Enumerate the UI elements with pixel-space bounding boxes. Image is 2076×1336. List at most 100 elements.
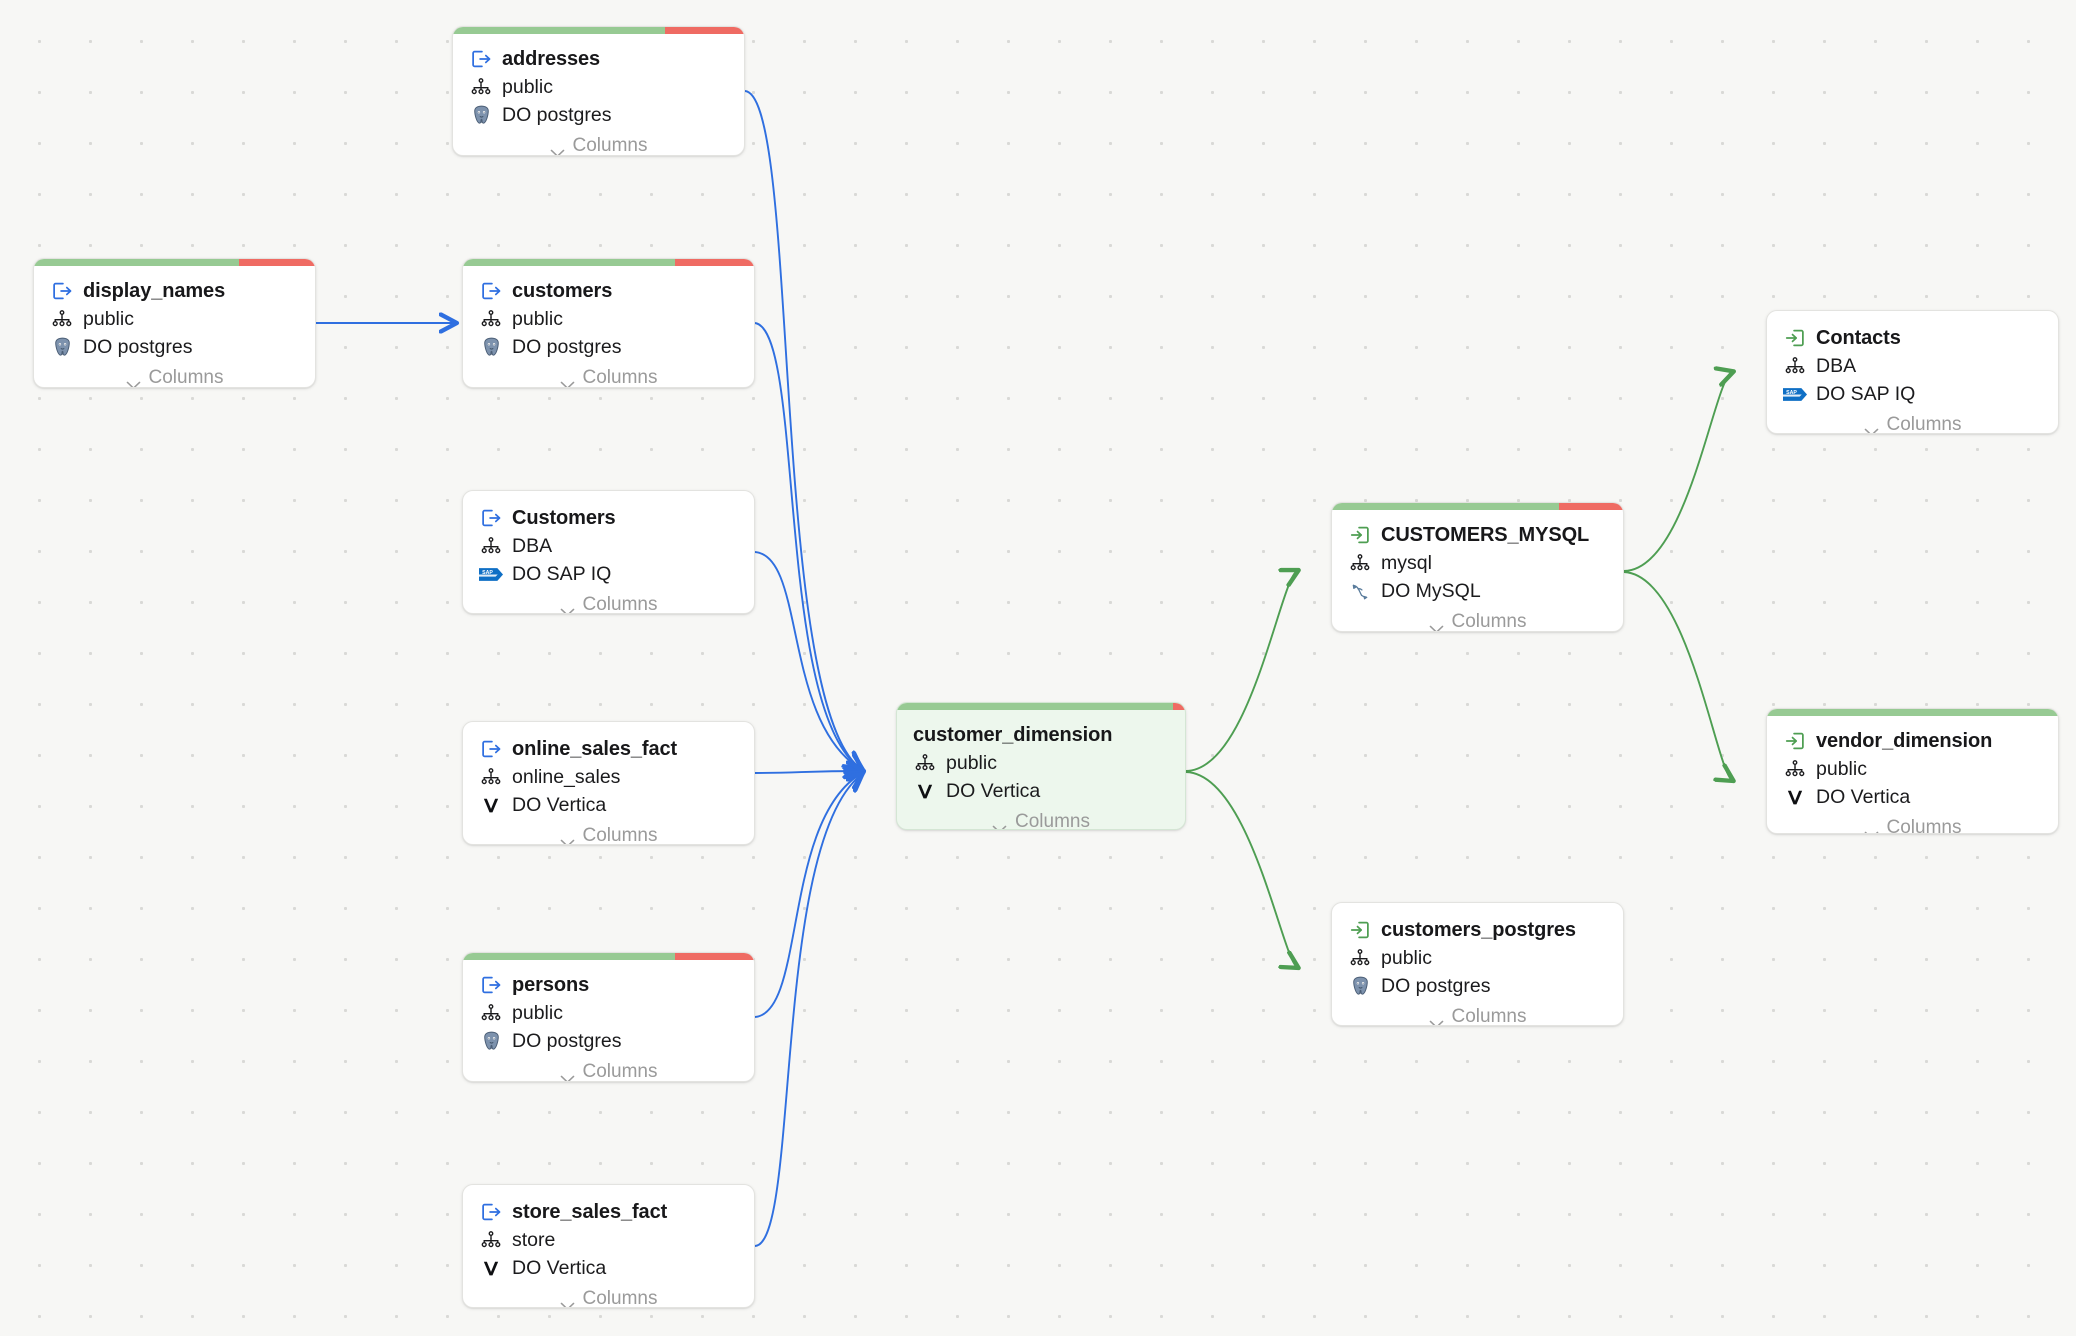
- expand-columns-button[interactable]: Columns: [1348, 1000, 1607, 1025]
- columns-label: Columns: [148, 367, 224, 388]
- node-schema: public: [512, 307, 563, 330]
- edge-CUSTOMERS_MYSQL-vendor_dimension: [1623, 571, 1732, 780]
- node-title: display_names: [83, 279, 226, 302]
- status-bar-ok: [34, 259, 240, 266]
- node-datasource: DO postgres: [512, 335, 622, 358]
- node-schema-row: store: [479, 1226, 738, 1254]
- edge-persons-customer_dimension: [754, 773, 862, 1018]
- node-title-row: addresses: [469, 45, 728, 73]
- node-datasource: DO postgres: [502, 103, 612, 126]
- node-schema-row: DBA: [479, 532, 738, 560]
- node-body: Customers DBA SAP DO SAP IQ Columns: [463, 491, 754, 614]
- node-schema-row: public: [469, 73, 728, 101]
- node-body: Contacts DBA SAP DO SAP IQ Columns: [1767, 311, 2058, 434]
- status-bar: [897, 703, 1185, 710]
- columns-label: Columns: [1886, 414, 1962, 434]
- table-import-icon: [1783, 729, 1807, 753]
- expand-columns-button[interactable]: Columns: [1783, 408, 2042, 434]
- lineage-node-display_names[interactable]: display_names public DO postgres Columns: [33, 258, 316, 388]
- node-schema-row: public: [479, 305, 738, 333]
- columns-label: Columns: [1886, 817, 1962, 834]
- node-schema-row: public: [1348, 944, 1607, 972]
- node-title-row: CUSTOMERS_MYSQL: [1348, 521, 1607, 549]
- node-datasource-row: DO postgres: [469, 101, 728, 129]
- chevron-down-icon: [1429, 618, 1444, 631]
- node-datasource: DO postgres: [512, 1029, 622, 1052]
- node-title-row: persons: [479, 971, 738, 999]
- lineage-node-online_sales_fact[interactable]: online_sales_fact online_sales DO Vertic…: [462, 721, 755, 845]
- expand-columns-button[interactable]: Columns: [913, 805, 1169, 829]
- node-title: customers_postgres: [1381, 918, 1576, 941]
- expand-columns-button[interactable]: Columns: [479, 1055, 738, 1081]
- node-datasource-row: DO postgres: [479, 333, 738, 361]
- expand-columns-button[interactable]: Columns: [1783, 811, 2042, 834]
- chevron-down-icon: [560, 832, 575, 844]
- postgres-elephant-icon: [50, 335, 74, 359]
- node-title: persons: [512, 973, 590, 996]
- columns-label: Columns: [572, 135, 648, 156]
- node-title-row: customers_postgres: [1348, 916, 1607, 944]
- node-datasource-row: DO postgres: [479, 1027, 738, 1055]
- expand-columns-button[interactable]: Columns: [50, 361, 299, 388]
- lineage-node-vendor_dimension[interactable]: vendor_dimension public DO Vertica Colum…: [1766, 708, 2059, 834]
- node-schema: public: [512, 1001, 563, 1024]
- node-body: customer_dimension public DO Vertica Col…: [897, 703, 1185, 829]
- node-schema-row: public: [50, 305, 299, 333]
- columns-label: Columns: [582, 594, 658, 614]
- status-bar-ok: [463, 259, 676, 266]
- mysql-dolphin-icon: [1348, 579, 1372, 603]
- chevron-down-icon: [560, 1295, 575, 1307]
- node-datasource-row: DO MySQL: [1348, 577, 1607, 605]
- node-schema-row: public: [479, 999, 738, 1027]
- status-bar-error: [1173, 703, 1185, 710]
- node-body: customers_postgres public DO postgres Co…: [1332, 903, 1623, 1025]
- node-title-row: vendor_dimension: [1783, 727, 2042, 755]
- table-export-icon: [50, 279, 74, 303]
- node-datasource-row: DO Vertica: [913, 777, 1169, 805]
- status-bar: [453, 27, 744, 34]
- expand-columns-button[interactable]: Columns: [479, 1282, 738, 1307]
- node-datasource-row: SAP DO SAP IQ: [479, 560, 738, 588]
- table-export-icon: [469, 47, 493, 71]
- node-datasource: DO Vertica: [1816, 785, 1911, 808]
- expand-columns-button[interactable]: Columns: [479, 588, 738, 614]
- status-bar-ok: [453, 27, 666, 34]
- node-schema: DBA: [1816, 354, 1857, 377]
- node-body: persons public DO postgres Columns: [463, 953, 754, 1081]
- node-schema-row: public: [913, 749, 1169, 777]
- edge-Customers-customer_dimension: [754, 551, 862, 770]
- expand-columns-button[interactable]: Columns: [1348, 605, 1607, 631]
- lineage-node-store_sales_fact[interactable]: store_sales_fact store DO Vertica Column…: [462, 1184, 755, 1308]
- node-schema: online_sales: [512, 765, 621, 788]
- expand-columns-button[interactable]: Columns: [479, 819, 738, 845]
- node-body: display_names public DO postgres Columns: [34, 259, 315, 388]
- lineage-node-customers_postgres[interactable]: customers_postgres public DO postgres Co…: [1331, 902, 1624, 1026]
- hierarchy-icon: [1348, 946, 1372, 970]
- chevron-down-icon: [1864, 421, 1879, 433]
- node-datasource: DO Vertica: [512, 1256, 607, 1279]
- node-datasource: DO SAP IQ: [1816, 382, 1916, 405]
- lineage-node-customers[interactable]: customers public DO postgres Columns: [462, 258, 755, 388]
- lineage-node-addresses[interactable]: addresses public DO postgres Columns: [452, 26, 745, 156]
- lineage-node-customer_dimension[interactable]: customer_dimension public DO Vertica Col…: [896, 702, 1186, 830]
- lineage-node-Contacts[interactable]: Contacts DBA SAP DO SAP IQ Columns: [1766, 310, 2059, 434]
- hierarchy-icon: [1348, 551, 1372, 575]
- lineage-node-CUSTOMERS_MYSQL[interactable]: CUSTOMERS_MYSQL mysql DO MySQL Columns: [1331, 502, 1624, 632]
- node-datasource: DO postgres: [1381, 974, 1491, 997]
- status-bar-ok: [1332, 503, 1559, 510]
- hierarchy-icon: [479, 765, 503, 789]
- table-export-icon: [479, 737, 503, 761]
- table-import-icon: [1348, 523, 1372, 547]
- vertica-v-icon: [1783, 785, 1807, 809]
- table-export-icon: [479, 279, 503, 303]
- node-schema: public: [83, 307, 134, 330]
- expand-columns-button[interactable]: Columns: [479, 361, 738, 387]
- lineage-node-persons[interactable]: persons public DO postgres Columns: [462, 952, 755, 1082]
- edge-CUSTOMERS_MYSQL-Contacts: [1623, 372, 1732, 572]
- lineage-node-Customers[interactable]: Customers DBA SAP DO SAP IQ Columns: [462, 490, 755, 614]
- expand-columns-button[interactable]: Columns: [469, 129, 728, 156]
- columns-label: Columns: [582, 825, 658, 845]
- edge-customer_dimension-customers_postgres: [1185, 771, 1297, 967]
- node-body: customers public DO postgres Columns: [463, 259, 754, 387]
